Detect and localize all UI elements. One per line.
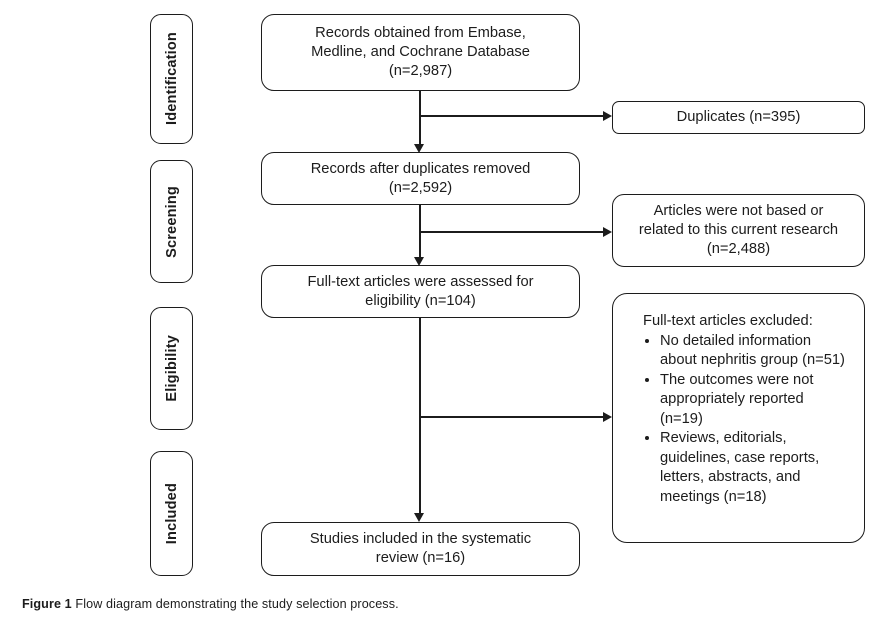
figure-caption-label: Figure 1 [22,597,72,611]
stage-identification-label: Identification [163,32,180,126]
side-box-duplicates-text: Duplicates (n=395) [676,109,801,125]
stage-eligibility: Eligibility [150,307,193,430]
excluded-reason-item: Reviews, editorials, guidelines, case re… [660,429,850,507]
figure-caption-text: Flow diagram demonstrating the study sel… [75,597,399,611]
excluded-reason-item: No detailed information about nephritis … [660,332,850,371]
stage-identification: Identification [150,14,193,144]
flow-box-fulltext-assessed: Full-text articles were assessed for eli… [261,265,580,318]
arrowhead-down-to-included [414,513,424,522]
arrowhead-right-to-excluded [603,411,612,422]
arrowhead-down-to-after-duplicates [414,144,424,153]
connector-line-to-excluded [419,416,604,418]
stage-included: Included [150,451,193,576]
flow-box-after-duplicates: Records after duplicates removed (n=2,59… [261,152,580,205]
connector-line-identification-down [419,90,421,145]
flow-box-records-obtained-text: Records obtained from Embase, Medline, a… [311,25,530,79]
side-box-fulltext-excluded: Full-text articles excluded: No detailed… [612,293,865,543]
flow-box-after-duplicates-text: Records after duplicates removed (n=2,59… [310,160,531,196]
flow-box-studies-included: Studies included in the systematic revie… [261,522,580,576]
side-box-not-related: Articles were not based or related to th… [612,194,865,267]
arrowhead-right-to-duplicates [603,110,612,121]
arrowhead-down-to-fulltext [414,257,424,266]
excluded-reason-list: No detailed information about nephritis … [643,332,856,508]
flow-box-records-obtained: Records obtained from Embase, Medline, a… [261,14,580,91]
stage-screening: Screening [150,160,193,283]
stage-screening-label: Screening [163,185,180,258]
side-box-not-related-text: Articles were not based or related to th… [638,203,839,257]
stage-included-label: Included [163,482,180,545]
excluded-reason-item: The outcomes were not appropriately repo… [660,371,850,430]
figure-caption: Figure 1 Flow diagram demonstrating the … [22,597,399,611]
side-box-duplicates: Duplicates (n=395) [612,101,865,134]
excluded-box-title: Full-text articles excluded: [643,313,813,329]
flow-box-studies-included-text: Studies included in the systematic revie… [309,531,532,566]
arrowhead-right-to-not-related [603,226,612,237]
stage-eligibility-label: Eligibility [163,335,180,402]
connector-line-to-duplicates [419,115,604,117]
flow-box-fulltext-assessed-text: Full-text articles were assessed for eli… [307,273,534,309]
connector-line-to-not-related [419,231,604,233]
